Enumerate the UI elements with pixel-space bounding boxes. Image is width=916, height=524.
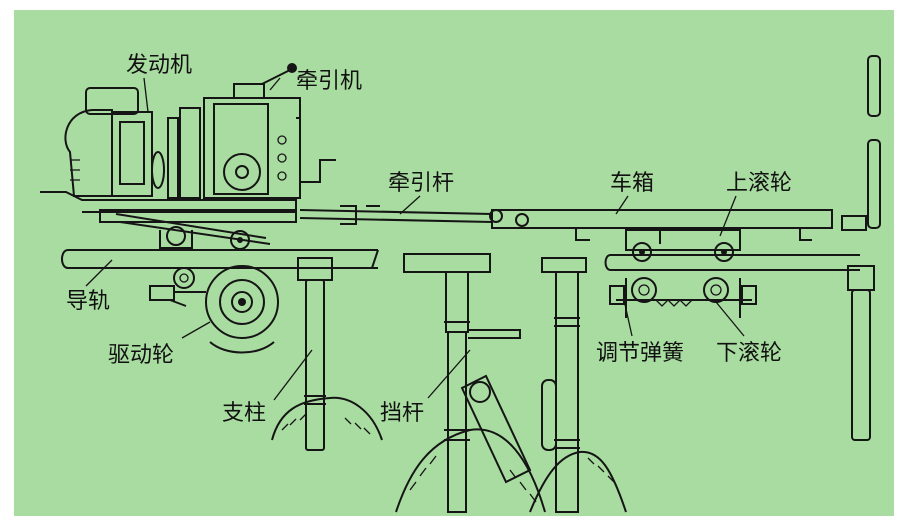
pillars [297, 253, 587, 513]
chassis [40, 191, 297, 250]
labels: 发动机 牵引机 牵引杆 车箱 上滚轮 导轨 驱动轮 支柱 挡杆 调节弹簧 下滚轮 [66, 53, 792, 426]
label-stop-rod: 挡杆 [380, 401, 424, 426]
diagram-background [14, 10, 894, 516]
label-tow-bar: 牵引杆 [388, 171, 454, 196]
label-drive-wheel: 驱动轮 [108, 343, 174, 368]
label-guide-rail: 导轨 [66, 289, 110, 314]
end-posts [847, 55, 881, 441]
label-lower-roller: 下滚轮 [716, 341, 782, 366]
tractor [203, 63, 336, 199]
engine [64, 87, 201, 199]
label-tractor: 牵引机 [296, 69, 362, 94]
tow-bar [299, 205, 529, 227]
label-upper-roller: 上滚轮 [726, 171, 792, 196]
leader-lines [85, 77, 745, 401]
label-car-box: 车箱 [610, 171, 654, 196]
drive-wheel [149, 265, 279, 354]
guide-rail [61, 249, 860, 271]
label-adjust-spring: 调节弹簧 [596, 341, 684, 366]
label-engine: 发动机 [126, 53, 192, 78]
label-pillar: 支柱 [222, 401, 266, 426]
